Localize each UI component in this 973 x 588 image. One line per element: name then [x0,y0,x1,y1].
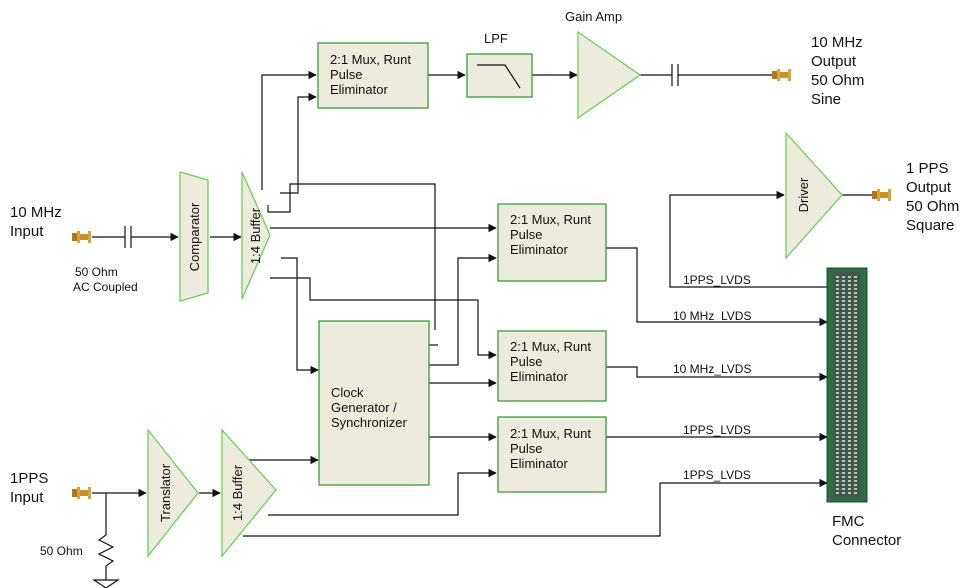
mux-line-2: Pulse [510,354,543,369]
signal-10mhz-lvds-1: 10 MHz_LVDS [673,309,751,323]
buffer-bottom-label: 1:4 Buffer [230,464,245,521]
input-10mhz-line-2: Input [10,223,44,240]
mux-line-1: 2:1 Mux, Runt [510,426,591,441]
lpf-block: LPF [467,31,532,97]
sma-1pps-output-icon [872,189,891,201]
mux-line-1: 2:1 Mux, Runt [510,212,591,227]
mux-line-3: Eliminator [510,242,568,257]
mux-line-3: Eliminator [330,82,388,97]
signal-10mhz-lvds-2: 10 MHz_LVDS [673,362,751,376]
mux-line-2: Pulse [510,441,543,456]
ac-coupled-line-1: 50 Ohm [75,265,118,279]
sma-10mhz-input-icon [72,231,91,243]
mux-line-3: Eliminator [510,369,568,384]
clock-gen-line-3: Synchronizer [331,415,408,430]
gain-amp-label: Gain Amp [565,9,622,24]
mux-line-1: 2:1 Mux, Runt [330,52,411,67]
sma-1pps-input-icon [72,487,91,499]
mux-line-2: Pulse [510,227,543,242]
fmc-line-2: Connector [832,532,901,549]
comparator-block: Comparator [180,172,208,301]
input-1pps-line-1: 1PPS [10,470,48,487]
signal-pps-lvds-top: 1PPS_LVDS [683,273,751,287]
mux-line-1: 2:1 Mux, Runt [510,339,591,354]
input-1pps-line-2: Input [10,489,44,506]
lpf-label: LPF [484,31,508,46]
buffer-bottom-block: 1:4 Buffer [222,430,276,556]
comparator-label: Comparator [187,202,202,271]
pps-out-line-4: Square [906,217,954,234]
sine-out-line-4: Sine [811,91,841,108]
fmc-line-1: FMC [832,513,865,530]
sine-out-line-3: 50 Ohm [811,72,864,89]
sine-out-line-1: 10 MHz [811,34,863,51]
sma-10mhz-output-icon [772,69,791,81]
driver-block: Driver [786,133,842,258]
sine-out-line-2: Output [811,53,857,70]
clock-gen-line-2: Generator / [331,400,397,415]
pps-out-line-3: 50 Ohm [906,198,959,215]
pps-termination-label: 50 Ohm [40,544,83,558]
pps-out-line-2: Output [906,179,952,196]
buffer-top-block: 1:4 Buffer [242,172,270,299]
clock-gen-line-1: Clock [331,385,364,400]
mux-line-3: Eliminator [510,456,568,471]
pps-out-line-1: 1 PPS [906,160,949,177]
wires [92,64,872,588]
translator-label: Translator [158,463,173,522]
signal-pps-lvds-2: 1PPS_LVDS [683,423,751,437]
translator-block: Translator [148,430,198,556]
gain-amp-block: Gain Amp [565,9,640,118]
fmc-connector [827,268,867,502]
input-10mhz-line-1: 10 MHz [10,204,62,221]
ac-coupled-line-2: AC Coupled [73,280,138,294]
mux-line-2: Pulse [330,67,363,82]
signal-pps-lvds-3: 1PPS_LVDS [683,468,751,482]
driver-label: Driver [796,177,811,212]
buffer-top-label: 1:4 Buffer [248,207,263,264]
